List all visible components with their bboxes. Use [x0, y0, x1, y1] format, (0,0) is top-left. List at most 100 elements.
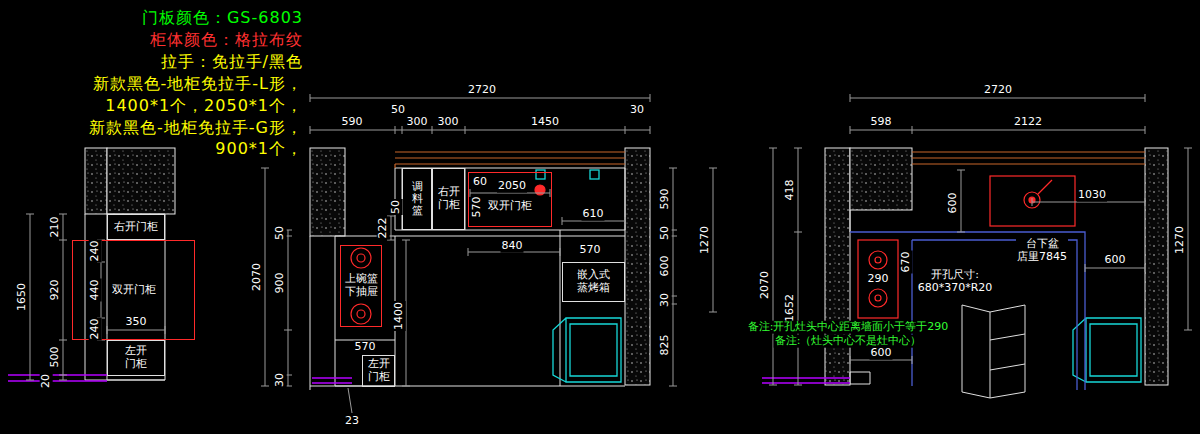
dimension-text: 350 [125, 316, 148, 329]
dimension-text: 50 [390, 104, 406, 117]
dimension-text: 1270 [1174, 225, 1187, 255]
dimension-text: 600 [870, 347, 893, 360]
dimension-text: 920 [49, 279, 62, 302]
dimension-lines [26, 94, 1192, 413]
pipe-line [312, 378, 352, 383]
dimension-text: 2070 [759, 270, 772, 300]
spec-note: 拉手：免拉手/黑色 [160, 53, 304, 71]
cabinet-label: 调料篮 [411, 181, 424, 217]
dimension-text: 300 [406, 116, 429, 129]
dimension-text: 600 [1104, 254, 1127, 267]
outlet-symbol [590, 170, 599, 179]
dimension-text: 2070 [251, 262, 264, 292]
spec-note: 1400*1个，2050*1个， [104, 97, 304, 115]
spec-note: 柜体颜色：格拉布纹 [149, 31, 304, 49]
cabinet-label: 左开 门柜 [124, 345, 148, 370]
cabinet-box: 右开 门柜 [432, 168, 465, 230]
dimension-text: 2122 [1013, 116, 1043, 129]
dimension-text: 222 [377, 217, 390, 240]
dimension-text: 1652 [784, 293, 797, 323]
wall-section [850, 148, 912, 210]
countertop-lines [395, 152, 1145, 168]
dimension-text: 1450 [530, 116, 560, 129]
dimension-text: 50 [274, 225, 287, 241]
appliance-symbol [553, 318, 621, 382]
dimension-text: 440 [89, 279, 102, 302]
spec-note: 新款黑色-地柜免拉手-G形， [88, 119, 304, 137]
dimension-text: 570 [471, 196, 484, 219]
dimension-text: 600 [659, 255, 672, 278]
leader-line [348, 388, 352, 413]
appliance-symbol [1073, 318, 1141, 382]
cooktop-outline [858, 240, 898, 318]
wall-section [107, 148, 175, 214]
cabinet-outline [310, 230, 625, 386]
burner-symbol [351, 304, 371, 324]
wall-section [825, 148, 850, 385]
countertop-outline [850, 232, 1085, 390]
cabinet-label: 右开门柜 [113, 221, 159, 234]
cabinet-box: 左开 门柜 [107, 340, 165, 376]
countertop-outline [850, 232, 1085, 390]
dimension-text: 2720 [983, 84, 1013, 97]
cabinet-label: 双开门柜 [487, 200, 533, 213]
dimension-text: 290 [867, 273, 890, 286]
part-label: 开孔尺寸: 680*370*R20 [917, 269, 994, 294]
dimension-text: 30 [629, 104, 645, 117]
cabinet-box: 调料篮 [402, 168, 432, 230]
cabinet-outlines [85, 168, 1025, 398]
dimension-text: 600 [947, 192, 960, 215]
dimension-text: 610 [582, 208, 605, 221]
part-label: 台下盆 店里7845 [1016, 238, 1068, 263]
dimension-text: 570 [354, 341, 377, 354]
cabinet-outline [310, 168, 625, 390]
countertop-edge [395, 152, 625, 168]
spec-note: 门板颜色：GS-6803 [141, 9, 304, 27]
countertop-edge [912, 152, 1145, 164]
dimension-text: 590 [659, 188, 672, 211]
pipe-lines [8, 375, 850, 383]
burner-symbol [869, 289, 887, 307]
dimension-text: 240 [89, 318, 102, 341]
dimension-text: 1270 [699, 225, 712, 255]
cabinet-label: 嵌入式 蒸烤箱 [576, 269, 611, 294]
burner-symbol [875, 257, 881, 263]
dimension-text: 20 [40, 373, 53, 389]
dimension-text: 670 [900, 251, 913, 274]
dimension-text: 2050 [497, 180, 527, 193]
dimension-text: 900 [274, 272, 287, 295]
dimension-line [769, 148, 777, 385]
dimension-text: 825 [659, 334, 672, 357]
cabinet-label: 左开 门柜 [367, 358, 391, 383]
tall-cabinet-symbol [962, 305, 1025, 398]
wall-section [625, 148, 650, 385]
burner-symbol [351, 248, 371, 268]
cabinet-label: 双开门柜 [111, 284, 157, 297]
dimension-text: 50 [659, 225, 672, 241]
burner-symbol [357, 254, 365, 262]
cabinet-box: 嵌入式 蒸烤箱 [562, 262, 625, 302]
cabinet-label: 上碗篮 下抽屉 [344, 273, 379, 298]
spec-note: 新款黑色-地柜免拉手-L形， [92, 75, 304, 93]
cabinet-box: 上碗篮 下抽屉 [340, 245, 382, 327]
remark-note: 备注:（灶头中心不是灶中心） [774, 335, 923, 348]
burner-symbol [357, 310, 365, 318]
dimension-text: 1400 [393, 301, 406, 331]
dimension-text: 30 [659, 292, 672, 308]
remark-note: 备注:开孔灶头中心距离墙面小于等于290 [747, 321, 950, 334]
dimension-text: 1030 [1077, 189, 1107, 202]
dimension-text: 300 [437, 116, 460, 129]
cabinet-box: 右开门柜 [107, 214, 165, 240]
dimension-text: 418 [784, 179, 797, 202]
cabinet-outline [850, 210, 870, 384]
dimension-text: 60 [472, 176, 488, 189]
burner-symbol [875, 295, 881, 301]
dimension-line [284, 230, 292, 386]
pipe-line [8, 375, 107, 381]
dimension-text: 50 [390, 199, 403, 215]
dimension-text: 570 [579, 244, 602, 257]
dimension-text: 2720 [467, 84, 497, 97]
dimension-text: 1650 [16, 282, 29, 312]
dimension-text: 210 [49, 216, 62, 239]
